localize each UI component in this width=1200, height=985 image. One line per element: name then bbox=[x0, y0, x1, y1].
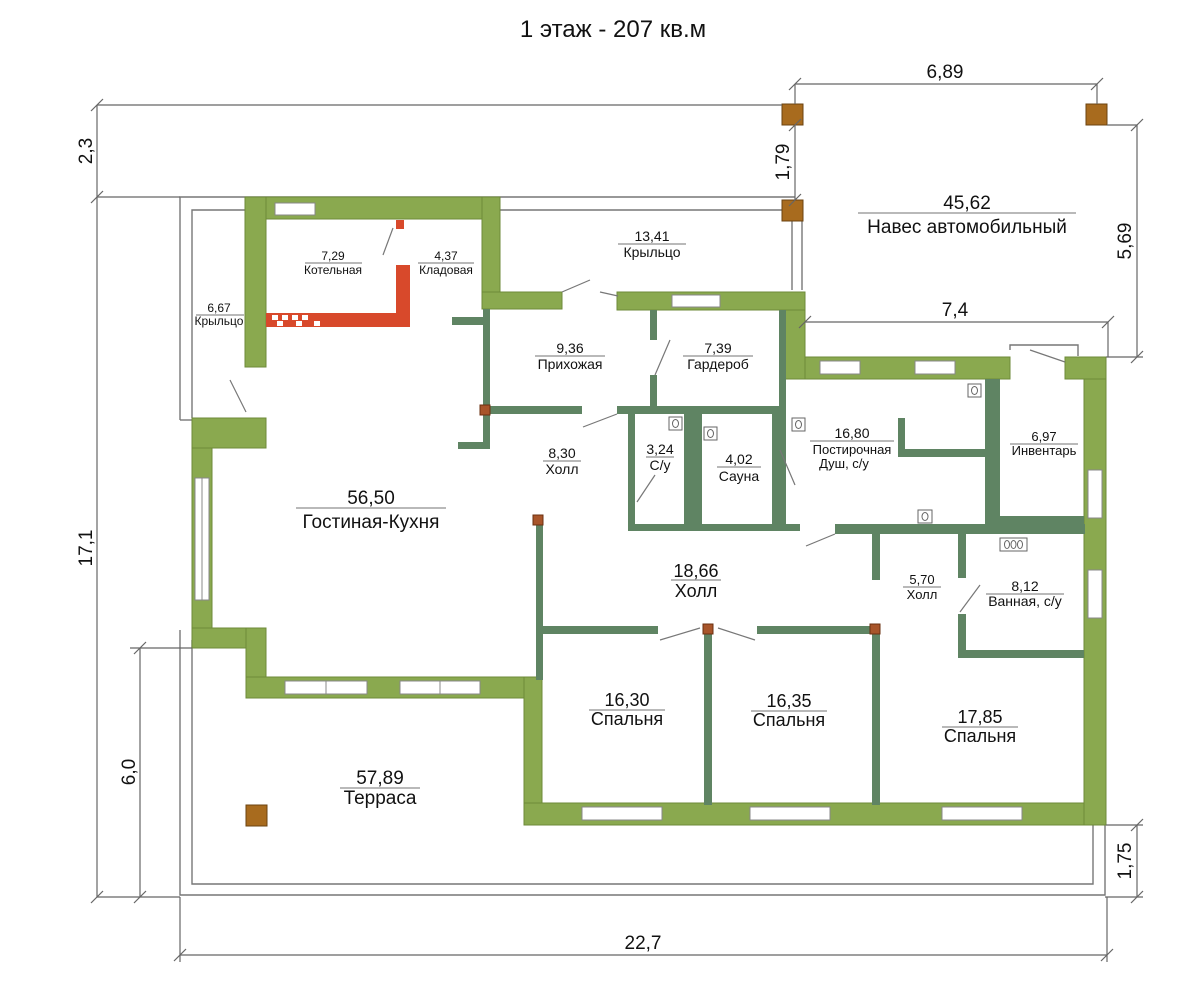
window bbox=[671, 294, 721, 308]
room-garderob: 7,39 Гардероб bbox=[687, 340, 749, 372]
room-spalnya-2: 16,35 Спальня bbox=[753, 691, 825, 730]
room-name-2: Душ, с/у bbox=[819, 456, 869, 471]
column bbox=[781, 199, 804, 222]
dim-total-width: 22,7 bbox=[625, 933, 662, 954]
window bbox=[749, 806, 831, 821]
room-area: 16,80 bbox=[834, 425, 869, 441]
interior-partitions bbox=[452, 309, 1085, 805]
room-sauna: 4,02 Сауна bbox=[719, 451, 760, 484]
room-gostinaya: 56,50 Гостиная-Кухня bbox=[303, 488, 440, 533]
room-area: 18,66 bbox=[673, 561, 718, 581]
room-holl-big: 18,66 Холл bbox=[673, 561, 718, 601]
dim-total-height: 17,1 bbox=[76, 530, 97, 567]
room-krylco-top: 13,41 Крыльцо bbox=[623, 228, 680, 260]
columns bbox=[245, 103, 1108, 827]
windows bbox=[194, 202, 1103, 821]
room-name: Крыльцо bbox=[623, 244, 680, 260]
room-area: 4,02 bbox=[725, 451, 752, 467]
room-naves: 45,62 Навес автомобильный bbox=[867, 193, 1067, 238]
room-kotelnaya: 7,29 Котельная bbox=[304, 249, 362, 277]
room-inventar: 6,97 Инвентарь bbox=[1012, 429, 1077, 458]
window bbox=[274, 202, 316, 216]
room-holl-bath: 5,70 Холл bbox=[907, 572, 938, 602]
window bbox=[581, 806, 663, 821]
room-name: Гардероб bbox=[687, 356, 749, 372]
dim-right-wing: 7,4 bbox=[942, 300, 969, 321]
plan-title: 1 этаж - 207 кв.м bbox=[520, 16, 706, 43]
room-area: 17,85 bbox=[957, 707, 1002, 727]
room-name: Гостиная-Кухня bbox=[303, 512, 440, 533]
room-krylco-left: 6,67 Крыльцо bbox=[195, 301, 244, 328]
room-area: 8,12 bbox=[1011, 578, 1038, 594]
brick-vents bbox=[272, 315, 320, 326]
dim-carport-width: 6,89 bbox=[927, 62, 964, 83]
room-area: 16,30 bbox=[604, 690, 649, 710]
room-area: 16,35 bbox=[766, 691, 811, 711]
room-name: Ванная, с/у bbox=[988, 593, 1062, 609]
room-area: 9,36 bbox=[556, 340, 583, 356]
room-kladovaya: 4,37 Кладовая bbox=[419, 249, 473, 277]
room-area: 57,89 bbox=[356, 768, 404, 789]
column bbox=[245, 804, 268, 827]
room-prihozhaya: 9,36 Прихожая bbox=[538, 340, 603, 372]
room-name: Постирочная bbox=[813, 442, 892, 457]
column bbox=[1085, 103, 1108, 126]
room-terrasa: 57,89 Терраса bbox=[344, 768, 417, 809]
room-area: 8,30 bbox=[548, 445, 575, 461]
room-area: 3,24 bbox=[646, 441, 673, 457]
room-name: Крыльцо bbox=[195, 314, 244, 328]
room-area: 56,50 bbox=[347, 488, 395, 509]
column bbox=[781, 103, 804, 126]
room-area: 6,67 bbox=[207, 301, 231, 315]
dim-bottom-offset: 1,75 bbox=[1115, 843, 1136, 880]
dim-terrace-depth: 6,0 bbox=[119, 759, 140, 785]
window bbox=[1087, 469, 1103, 519]
room-area: 7,39 bbox=[704, 340, 731, 356]
room-name: Холл bbox=[907, 587, 938, 602]
room-label-underlines bbox=[196, 212, 1078, 789]
room-vannaya: 8,12 Ванная, с/у bbox=[988, 578, 1062, 609]
room-area: 13,41 bbox=[634, 228, 669, 244]
room-name: Прихожая bbox=[538, 356, 603, 372]
window bbox=[819, 360, 861, 375]
room-name: Кладовая bbox=[419, 263, 473, 277]
dimension-lines bbox=[90, 77, 1144, 962]
room-name: Спальня bbox=[753, 710, 825, 730]
room-area: 7,29 bbox=[321, 249, 345, 263]
small-columns bbox=[479, 404, 881, 635]
room-name: Холл bbox=[546, 461, 579, 477]
window bbox=[941, 806, 1023, 821]
room-name: Инвентарь bbox=[1012, 443, 1077, 458]
window bbox=[1087, 569, 1103, 619]
room-area: 6,97 bbox=[1031, 429, 1056, 444]
door-swings bbox=[229, 227, 1066, 641]
room-area: 45,62 bbox=[943, 193, 991, 214]
dim-carport-depth: 5,69 bbox=[1115, 223, 1136, 260]
room-name: Навес автомобильный bbox=[867, 217, 1067, 238]
dim-top-offset: 2,3 bbox=[76, 138, 97, 164]
room-labels: 7,29 Котельная 4,37 Кладовая 13,41 Крыль… bbox=[195, 193, 1077, 809]
room-postirochnaya: 16,80 Постирочная Душ, с/у bbox=[813, 425, 892, 471]
room-name: Спальня bbox=[944, 726, 1016, 746]
room-area: 4,37 bbox=[434, 249, 458, 263]
room-spalnya-3: 17,85 Спальня bbox=[944, 707, 1016, 746]
room-name: Котельная bbox=[304, 263, 362, 277]
room-name: Терраса bbox=[344, 788, 417, 809]
room-name: Сауна bbox=[719, 468, 760, 484]
fixtures bbox=[668, 383, 1028, 552]
dim-post-gap: 1,79 bbox=[773, 144, 794, 181]
window bbox=[914, 360, 956, 375]
room-spalnya-1: 16,30 Спальня bbox=[591, 690, 663, 729]
room-area: 5,70 bbox=[909, 572, 934, 587]
room-name: Холл bbox=[675, 581, 717, 601]
room-su: 3,24 С/у bbox=[646, 441, 673, 473]
room-name: С/у bbox=[650, 457, 671, 473]
room-holl-small: 8,30 Холл bbox=[546, 445, 579, 477]
room-name: Спальня bbox=[591, 709, 663, 729]
